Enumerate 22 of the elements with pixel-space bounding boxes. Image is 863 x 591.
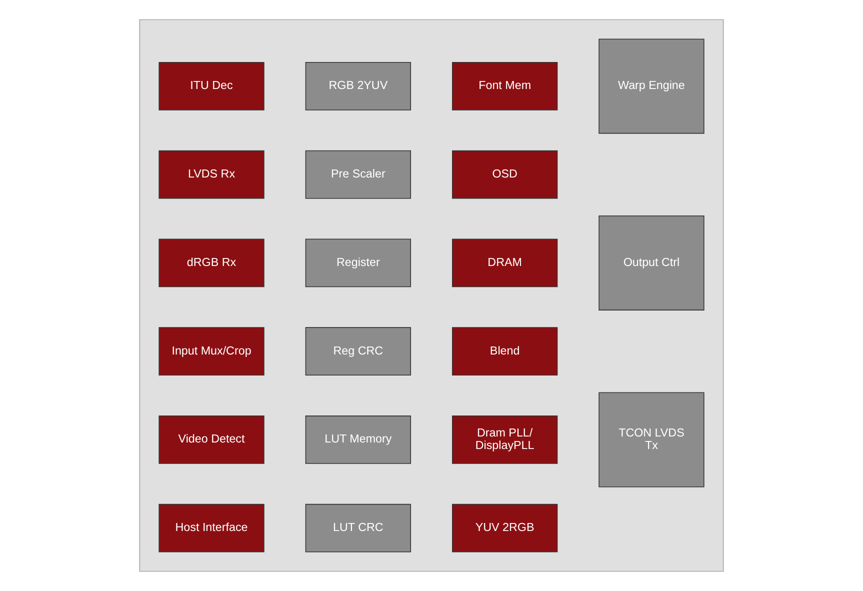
node-box: Pre Scaler bbox=[305, 150, 411, 199]
node-box: dRGB Rx bbox=[158, 238, 264, 288]
node-box: Output Ctrl bbox=[598, 215, 704, 310]
node-box: TCON LVDS Tx bbox=[598, 392, 704, 488]
node-box: LUT Memory bbox=[305, 416, 411, 464]
cluster bbox=[139, 19, 724, 572]
node-box: Host Interface bbox=[158, 504, 264, 552]
node-box: LVDS Rx bbox=[158, 150, 264, 199]
node-box: ITU Dec bbox=[158, 62, 264, 110]
node-box: DRAM bbox=[452, 238, 558, 288]
node-box: OSD bbox=[452, 150, 558, 199]
node-box: RGB 2YUV bbox=[305, 62, 411, 110]
node-box: Input Mux/Crop bbox=[158, 327, 264, 376]
node-box: Video Detect bbox=[158, 416, 264, 464]
node-box: Warp Engine bbox=[598, 38, 704, 134]
node-box: YUV 2RGB bbox=[452, 504, 558, 552]
node-box: Register bbox=[305, 238, 411, 288]
node-box: Blend bbox=[452, 327, 558, 376]
node-box: LUT CRC bbox=[305, 504, 411, 552]
node-box: Dram PLL/ DisplayPLL bbox=[452, 416, 558, 464]
node-box: Reg CRC bbox=[305, 327, 411, 376]
node-box: Font Mem bbox=[452, 62, 558, 110]
